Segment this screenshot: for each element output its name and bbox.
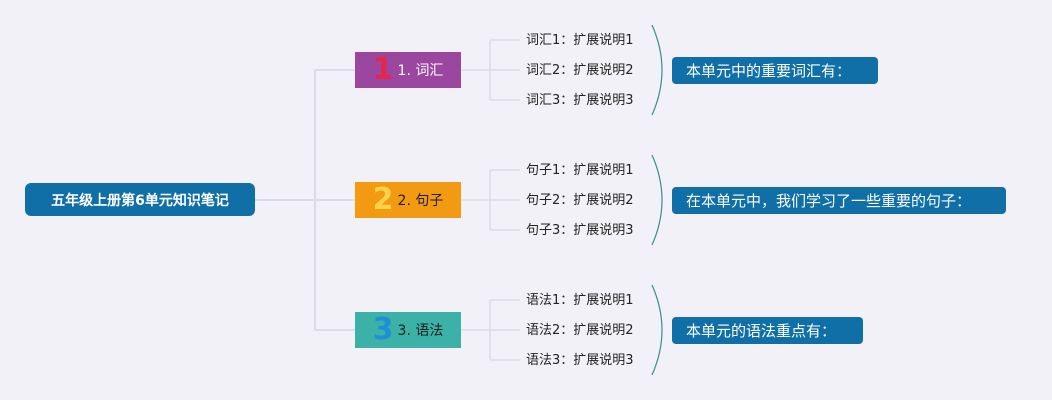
number-three-icon: 3 [372, 312, 394, 347]
branch-grammar[interactable]: 3 3. 语法 [355, 312, 461, 348]
branch-vocabulary[interactable]: 1 1. 词汇 [355, 52, 461, 88]
leaf-vocabulary-3[interactable]: 词汇3：扩展说明3 [526, 93, 634, 108]
summary-text: 本单元中的重要词汇有： [686, 62, 852, 80]
summary-vocabulary[interactable]: 本单元中的重要词汇有： [672, 57, 878, 84]
number-one-icon: 1 [372, 52, 394, 87]
summary-brace-1 [651, 24, 663, 116]
leaf-grammar-2[interactable]: 语法2：扩展说明2 [526, 323, 634, 338]
summary-grammar[interactable]: 本单元的语法重点有： [672, 317, 863, 344]
leaf-sentence-3[interactable]: 句子3：扩展说明3 [526, 223, 634, 238]
branch-sentences[interactable]: 2 2. 句子 [355, 182, 461, 218]
summary-text: 在本单元中，我们学习了一些重要的句子： [686, 192, 972, 210]
leaf-sentence-2[interactable]: 句子2：扩展说明2 [526, 193, 634, 208]
branch-label: 1. 词汇 [397, 63, 444, 79]
branch-label: 2. 句子 [397, 193, 444, 209]
leaf-sentence-1[interactable]: 句子1：扩展说明1 [526, 163, 634, 178]
leaf-grammar-1[interactable]: 语法1：扩展说明1 [526, 293, 634, 308]
leaf-grammar-3[interactable]: 语法3：扩展说明3 [526, 353, 634, 368]
leaf-group-3-connector [461, 299, 520, 361]
leaf-vocabulary-1[interactable]: 词汇1：扩展说明1 [526, 33, 634, 48]
branch-label: 3. 语法 [397, 323, 444, 339]
summary-text: 本单元的语法重点有： [686, 322, 837, 340]
leaf-group-1-connector [461, 39, 520, 101]
summary-brace-3 [651, 284, 663, 376]
number-two-icon: 2 [372, 182, 394, 217]
root-title: 五年级上册第6单元知识笔记 [51, 192, 229, 209]
leaf-vocabulary-2[interactable]: 词汇2：扩展说明2 [526, 63, 634, 78]
summary-sentences[interactable]: 在本单元中，我们学习了一些重要的句子： [672, 187, 1006, 214]
leaf-group-2-connector [461, 169, 520, 231]
root-topic[interactable]: 五年级上册第6单元知识笔记 [25, 183, 255, 216]
summary-brace-2 [651, 154, 663, 246]
